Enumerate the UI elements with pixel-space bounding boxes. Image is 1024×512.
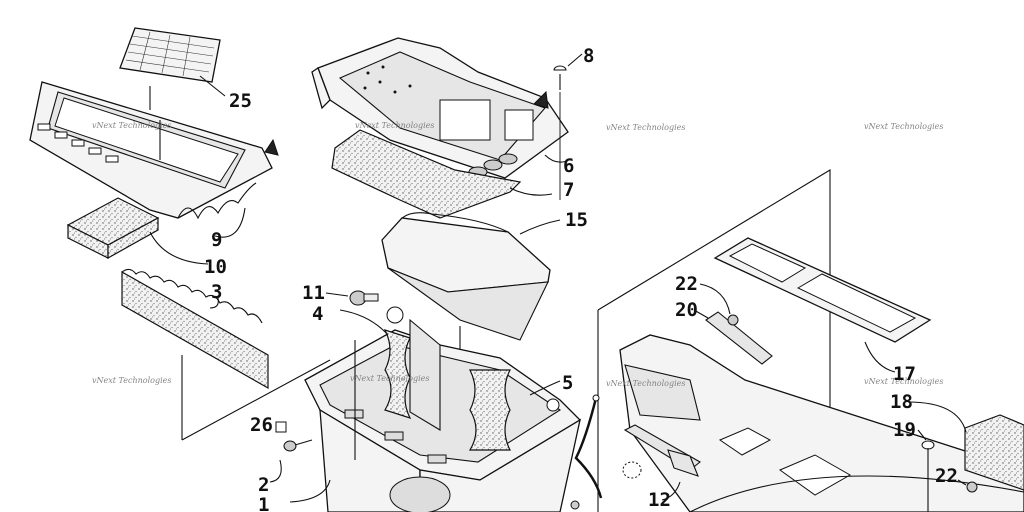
- callout-20: 20: [675, 299, 698, 321]
- watermark-8: vNext Technologies: [864, 377, 943, 386]
- callout-8: 8: [583, 45, 594, 67]
- arrow-indicator-right: [533, 90, 549, 109]
- nut-22-lower: [957, 479, 978, 493]
- nut-22-upper: [699, 283, 739, 326]
- callout-19: 19: [893, 419, 916, 441]
- watermark-6: vNext Technologies: [350, 374, 429, 383]
- clip-26: [275, 421, 287, 433]
- watermark-4: vNext Technologies: [864, 122, 943, 131]
- callout-12: 12: [648, 489, 671, 511]
- foam-pad-10: [66, 197, 209, 265]
- screw-19: [917, 429, 935, 512]
- callout-15: 15: [565, 209, 588, 231]
- callout-17: 17: [893, 363, 916, 385]
- airbox-1: [289, 306, 582, 512]
- callout-22-upper: 22: [675, 273, 698, 295]
- gasket-17: [713, 237, 932, 373]
- bolt-2: [269, 439, 313, 483]
- nut-11: [325, 290, 379, 306]
- arrow-indicator-left: [264, 138, 279, 156]
- watermark-7: vNext Technologies: [606, 379, 685, 388]
- callout-25: 25: [229, 90, 252, 112]
- foam-18: [907, 401, 1024, 491]
- callout-11: 11: [302, 282, 325, 304]
- foam-strip-3: [121, 268, 269, 390]
- rod-12: [570, 394, 701, 510]
- air-filter-15: [381, 212, 561, 400]
- callout-3: 3: [211, 281, 222, 303]
- bracket-20: [693, 309, 773, 365]
- watermark-2: vNext Technologies: [355, 121, 434, 130]
- callout-10: 10: [204, 256, 227, 278]
- watermark-5: vNext Technologies: [92, 376, 171, 385]
- callout-7: 7: [563, 179, 574, 201]
- console-duct: [619, 334, 1024, 512]
- callout-18: 18: [890, 391, 913, 413]
- callout-4: 4: [312, 303, 323, 325]
- cover-9: [29, 81, 273, 238]
- callout-6: 6: [563, 155, 574, 177]
- callout-9: 9: [211, 229, 222, 251]
- callout-2: 2: [258, 474, 269, 496]
- callout-1: 1: [258, 494, 269, 512]
- callout-26: 26: [250, 414, 273, 436]
- watermark-1: vNext Technologies: [92, 121, 171, 130]
- decal-25: [119, 27, 226, 97]
- foam-gasket-7: [331, 129, 553, 219]
- watermarks: vNext Technologies vNext Technologies vN…: [92, 121, 943, 388]
- screw-8: [553, 53, 583, 200]
- watermark-3: vNext Technologies: [606, 123, 685, 132]
- callout-5: 5: [562, 372, 573, 394]
- callout-labels: 25 8 6 7 9 10 15 3 11 4 22 20 5 17 18 19…: [204, 45, 958, 512]
- callout-22-lower: 22: [935, 465, 958, 487]
